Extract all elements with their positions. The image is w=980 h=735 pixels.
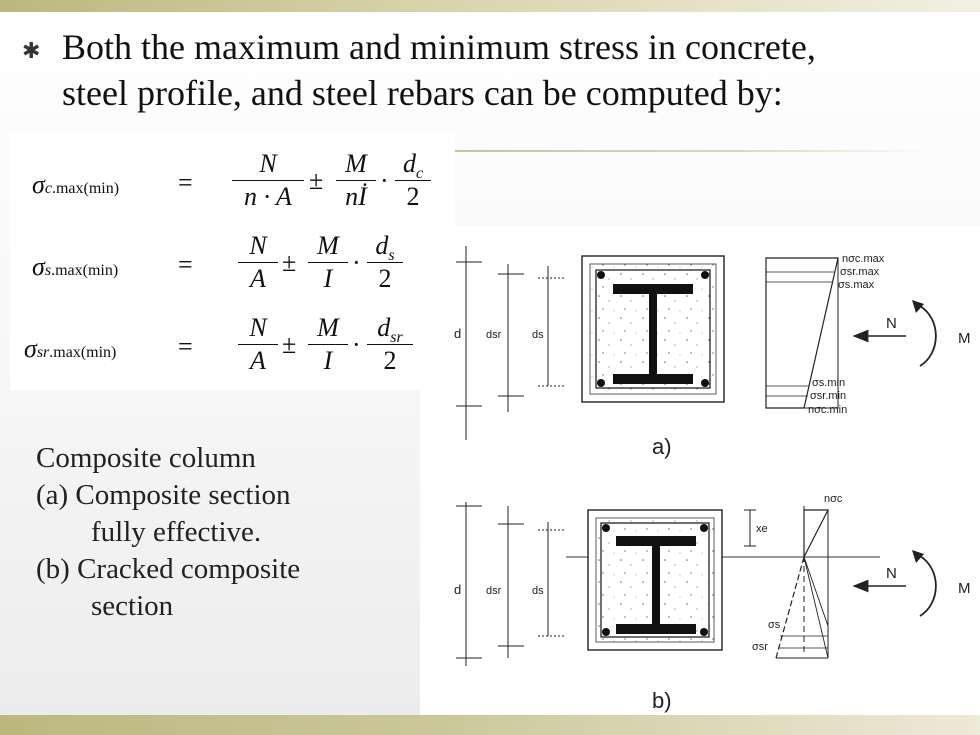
formula-lhs: σs.max(min) (32, 252, 119, 281)
dimension-dsr-label: dsr (486, 329, 502, 341)
rebars (602, 524, 708, 636)
stress-label: σs (768, 619, 781, 631)
stress-label: nσc.min (808, 404, 847, 416)
dimension-d-label: d (454, 326, 461, 341)
moment-m-label: M (958, 580, 971, 597)
plus-minus-sign: ± (282, 248, 297, 277)
moment-arrow (919, 555, 937, 617)
figure-drawing: d dsr ds nσc.max σsr.max σs.max σs.min σ… (454, 246, 971, 713)
stress-label: σsr.min (810, 390, 846, 402)
formula-lhs: σc.max(min) (32, 170, 120, 199)
dimension-d-label: d (454, 582, 461, 597)
rebar-stirrup (600, 522, 710, 638)
equals-sign: = (178, 168, 193, 197)
slide-heading: Both the maximum and minimum stress in c… (62, 24, 962, 116)
dimension-dsr-label: dsr (486, 585, 502, 597)
heading-line-1: Both the maximum and minimum stress in c… (62, 27, 816, 67)
moment-m-label: M (958, 330, 971, 347)
formula-lhs: σsr.max(min) (24, 334, 117, 363)
dot-operator: · (380, 166, 389, 195)
caption-line: (a) Composite section (36, 479, 291, 511)
caption-line: fully effective. (91, 516, 262, 548)
rebars (597, 271, 709, 387)
diagram-a: d dsr ds nσc.max σsr.max σs.max σs.min σ… (454, 246, 971, 459)
stress-label: nσc (824, 493, 843, 505)
heading-line-2: steel profile, and steel rebars can be c… (62, 73, 783, 113)
stress-label: σsr.max (840, 266, 880, 278)
plus-minus-sign: ± (309, 166, 324, 195)
bullet-icon: ✱ (22, 38, 41, 63)
rebar-stirrup (595, 269, 711, 389)
plus-minus-sign: ± (282, 330, 297, 359)
equals-sign: = (178, 332, 193, 361)
moment-arrow (919, 305, 937, 367)
caption-line: (b) Cracked composite (36, 553, 301, 585)
figure-caption: Composite column (a) Composite section f… (36, 440, 416, 625)
stress-label: σs.max (838, 279, 875, 291)
dimension-ds-label: ds (532, 585, 544, 597)
subfigure-label-b: b) (652, 688, 672, 713)
caption-line: Composite column (36, 442, 256, 474)
force-n-label: N (886, 565, 897, 582)
dot-operator: · (352, 248, 361, 277)
dimension-ds-label: ds (532, 329, 544, 341)
title-divider (455, 150, 933, 152)
diagram-b: d dsr ds xe nσc σs σsr (454, 493, 971, 713)
dot-operator: · (352, 330, 361, 359)
equals-sign: = (178, 250, 193, 279)
neutral-axis-depth-label: xe (756, 523, 768, 535)
top-decor-band (0, 0, 980, 12)
stress-label: σs.min (812, 377, 845, 389)
compression-block (803, 509, 829, 558)
caption-line: section (91, 590, 174, 622)
composite-column-figure: d dsr ds nσc.max σsr.max σs.max σs.min σ… (420, 226, 980, 715)
tension-line (775, 556, 805, 659)
force-n-label: N (886, 315, 897, 332)
subfigure-label-a: a) (652, 434, 672, 459)
steel-i-profile (613, 284, 693, 384)
steel-i-profile (616, 536, 696, 634)
stress-label: σsr (752, 641, 768, 653)
bottom-decor-band (0, 715, 980, 735)
stress-label: nσc.max (842, 253, 885, 265)
